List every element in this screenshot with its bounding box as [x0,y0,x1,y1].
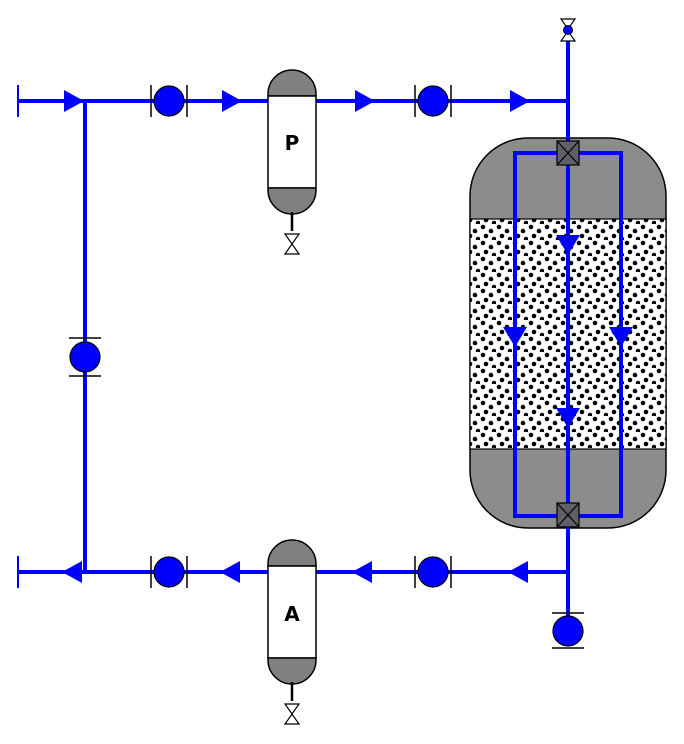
vent-valve-icon[interactable] [559,18,577,42]
flow-arrow-icon [556,408,580,428]
drain-valve-icon[interactable] [283,233,301,255]
tank-p-top-cap [267,69,317,97]
tank-p-label: P [285,131,300,155]
tank-p-body [267,95,317,189]
flow-arrow-icon [355,90,375,112]
valve-icon[interactable] [552,612,584,649]
valve-icon[interactable] [69,337,101,377]
valve-icon[interactable] [414,556,452,588]
flow-arrow-icon [220,561,240,583]
flow-arrow-icon [609,327,633,347]
tank-a-body [267,565,317,659]
drain-valve-icon[interactable] [283,703,301,725]
flow-arrows [62,90,633,583]
flow-arrow-icon [62,561,82,583]
valve-icon[interactable] [150,556,188,588]
top-distributor-icon [556,140,580,166]
flow-arrow-icon [64,90,84,112]
flow-arrow-icon [352,561,372,583]
tank-p-bottom-cap [267,187,317,215]
flow-arrow-icon [503,327,527,347]
bottom-distributor-icon [556,502,580,528]
valves [69,18,584,649]
valve-icon[interactable] [150,85,188,117]
flow-arrow-icon [222,90,242,112]
tank-p: P [267,69,317,255]
tank-a: A [267,539,317,725]
flow-arrow-icon [508,561,528,583]
flow-arrow-icon [556,235,580,255]
tank-a-top-cap [267,539,317,567]
tank-a-label: A [284,602,300,626]
tank-a-bottom-cap [267,657,317,685]
flow-arrow-icon [510,90,530,112]
valve-icon[interactable] [414,85,452,117]
